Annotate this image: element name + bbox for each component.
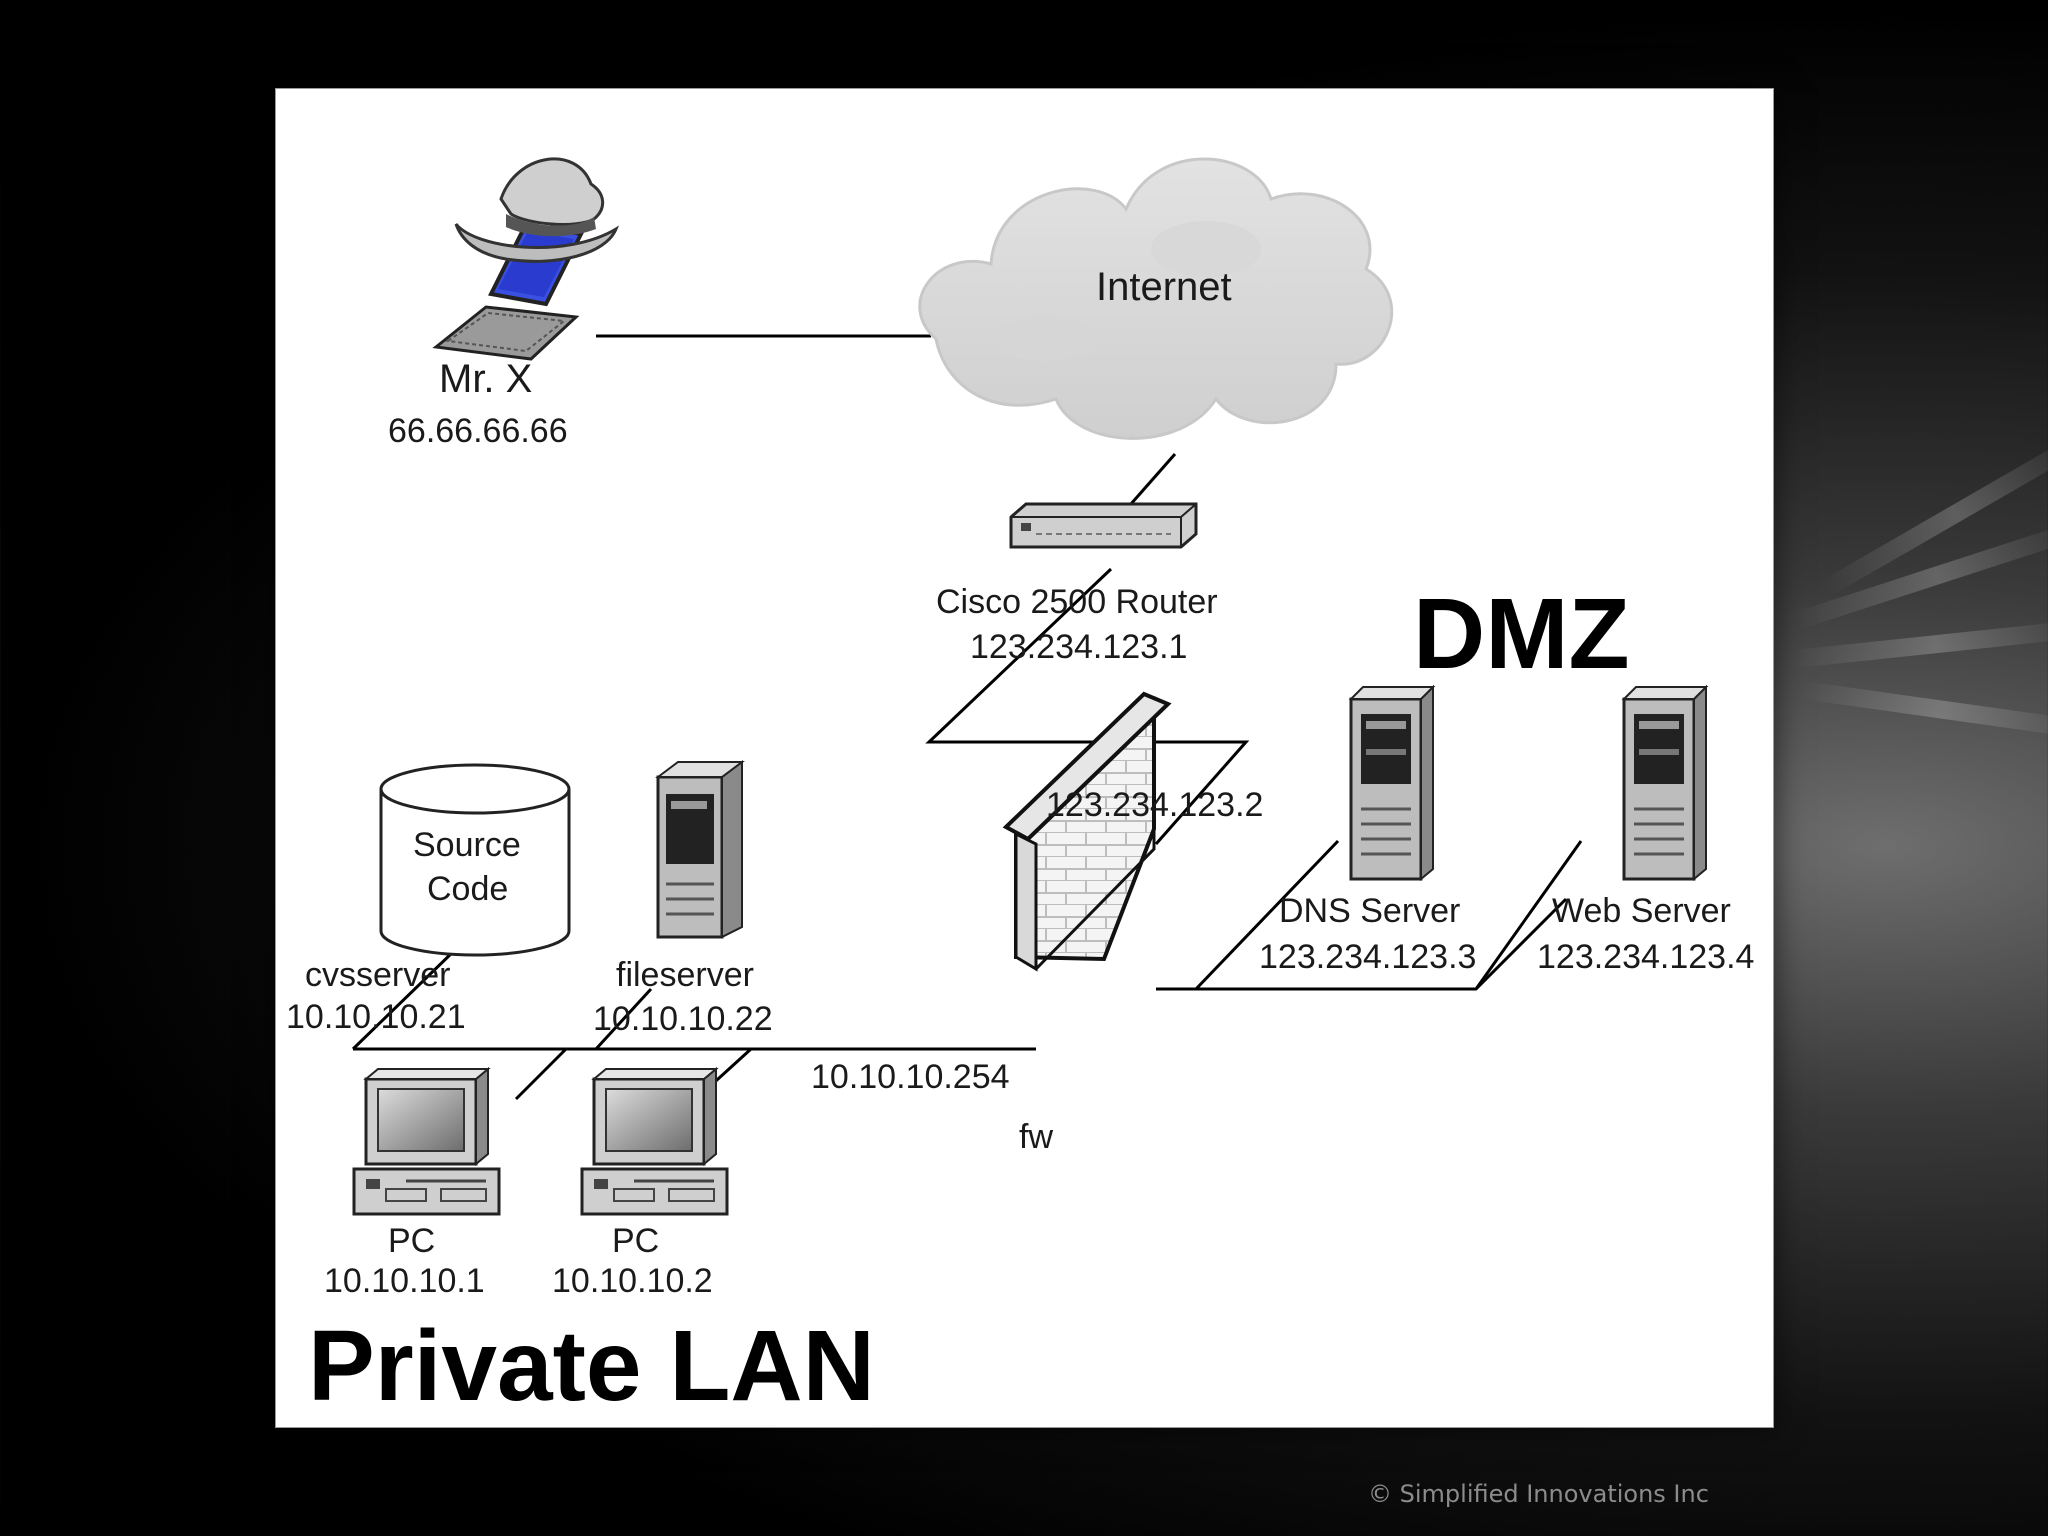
- fileserver-name: fileserver: [616, 956, 754, 994]
- background-ray: [1790, 620, 2048, 669]
- web-server-icon: [1621, 684, 1709, 882]
- firewall-inner-ip: 10.10.10.254: [811, 1058, 1010, 1096]
- database-label-line2: Code: [427, 870, 509, 908]
- slide-canvas: Internet Mr. X 66.66.66.66 Cisco 2500 Ro…: [275, 88, 1774, 1428]
- cvsserver-ip: 10.10.10.21: [286, 998, 466, 1036]
- firewall-name: fw: [1019, 1118, 1053, 1156]
- dns-server-icon: [1348, 684, 1436, 882]
- firewall-outer-ip: 123.234.123.2: [1046, 786, 1264, 824]
- dns-server-ip: 123.234.123.3: [1259, 938, 1477, 976]
- internet-cloud-icon: [918, 157, 1394, 440]
- link-cvs: [351, 947, 458, 1051]
- link-web: [1474, 840, 1583, 990]
- pc1-ip: 10.10.10.1: [324, 1262, 485, 1300]
- link-fileserver: [594, 987, 653, 1051]
- web-server-ip: 123.234.123.4: [1537, 938, 1755, 976]
- background-ray: [1801, 681, 2048, 738]
- router-name: Cisco 2500 Router: [936, 583, 1218, 621]
- attacker-name: Mr. X: [439, 357, 533, 401]
- web-server-name: Web Server: [1552, 892, 1731, 930]
- dmz-zone-title: DMZ: [1413, 578, 1630, 690]
- private-lan-zone-title: Private LAN: [308, 1310, 875, 1422]
- attacker-ip: 66.66.66.66: [388, 412, 568, 450]
- pc2-ip: 10.10.10.2: [552, 1262, 713, 1300]
- link-dns: [1194, 839, 1340, 991]
- database-label-line1: Source: [413, 826, 521, 864]
- pc2-icon: [580, 1066, 729, 1216]
- dns-server-name: DNS Server: [1279, 892, 1461, 930]
- copyright-footer: © Simplified Innovations Inc: [1368, 1480, 1709, 1508]
- router-icon: [1009, 502, 1198, 549]
- hacker-laptop-icon: [432, 157, 620, 361]
- network-diagram: [351, 157, 1709, 1216]
- pc2-name: PC: [612, 1222, 660, 1260]
- pc1-name: PC: [388, 1222, 436, 1260]
- fileserver-ip: 10.10.10.22: [593, 1000, 773, 1038]
- router-ip: 123.234.123.1: [970, 628, 1188, 666]
- link-pc1: [514, 1047, 568, 1101]
- cvsserver-name: cvsserver: [305, 956, 451, 994]
- database-icon: [379, 763, 571, 957]
- internet-label: Internet: [1096, 265, 1232, 309]
- fileserver-icon: [655, 760, 745, 939]
- pc1-icon: [352, 1066, 501, 1216]
- link-router-firewall: [925, 567, 1250, 845]
- firewall-icon: [1002, 691, 1172, 972]
